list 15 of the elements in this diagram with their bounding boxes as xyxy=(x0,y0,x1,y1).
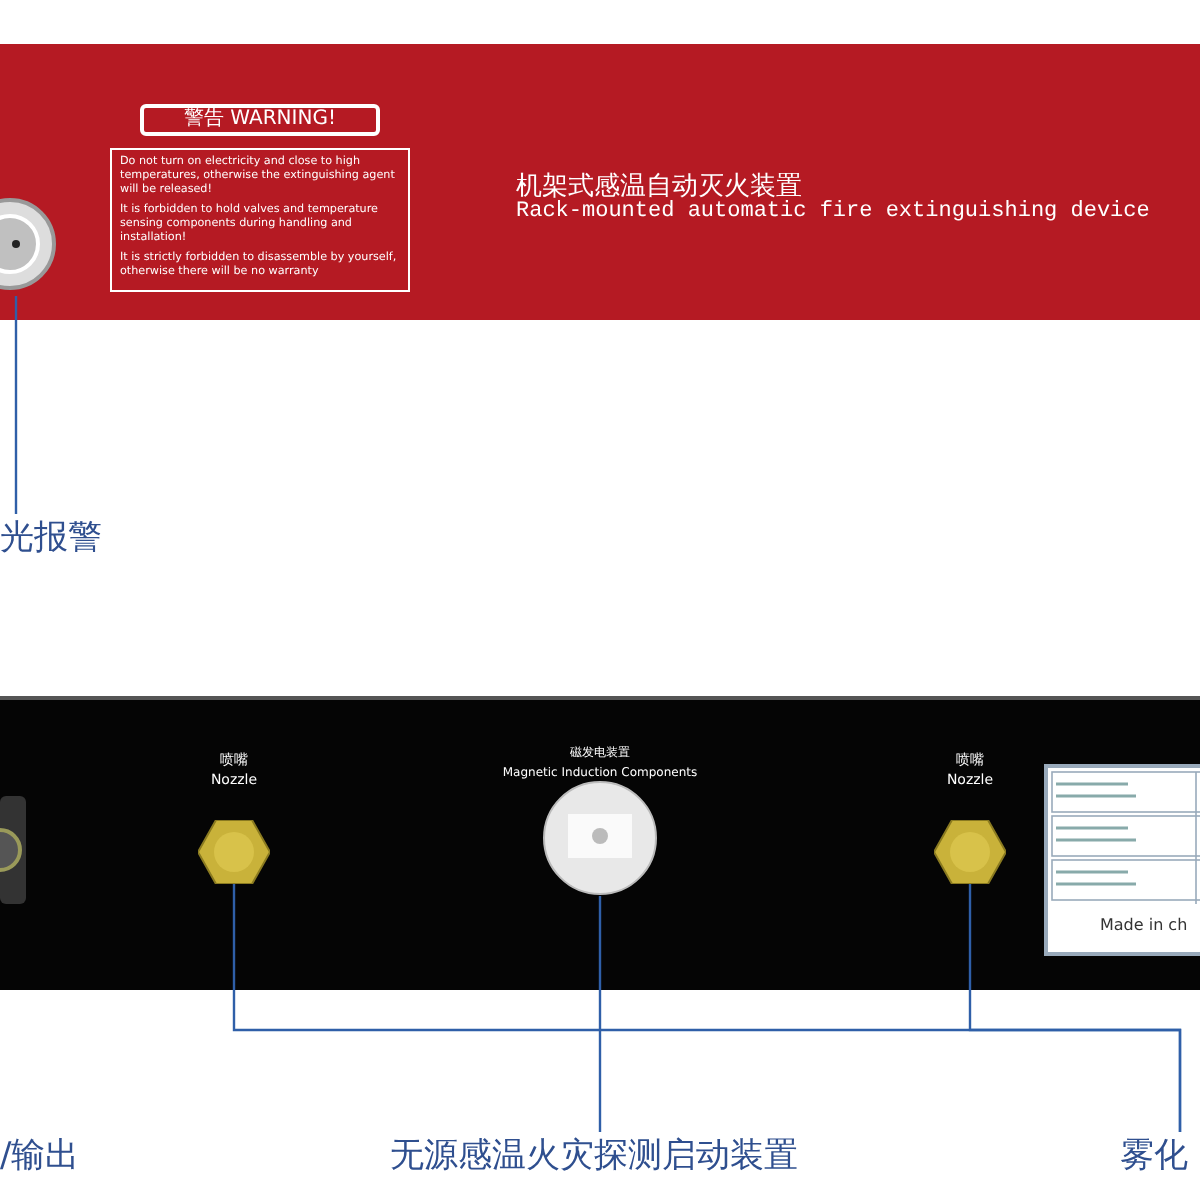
leader-line xyxy=(968,884,1182,1132)
panel-title: 机架式感温自动灭火装置 xyxy=(516,170,802,202)
nameplate xyxy=(1044,764,1200,956)
leader-line xyxy=(598,896,602,1132)
nameplate-text: Made in ch xyxy=(1100,916,1188,934)
callout-label: /输出 xyxy=(0,1134,80,1178)
front-panel xyxy=(0,44,1200,320)
callout-label: 雾化 xyxy=(1120,1132,1200,1180)
rear-panel xyxy=(0,696,1200,990)
alarm-light-drawing xyxy=(0,196,60,296)
callout-label: 无源感温火灾探测启动装置 xyxy=(390,1132,820,1180)
panel-subtitle: Rack-mounted automatic fire extinguishing device xyxy=(516,200,1150,224)
callout-label: 光报警 xyxy=(0,514,120,562)
warning-heading: 警告 WARNING! xyxy=(140,104,380,136)
leader-line xyxy=(14,296,18,514)
